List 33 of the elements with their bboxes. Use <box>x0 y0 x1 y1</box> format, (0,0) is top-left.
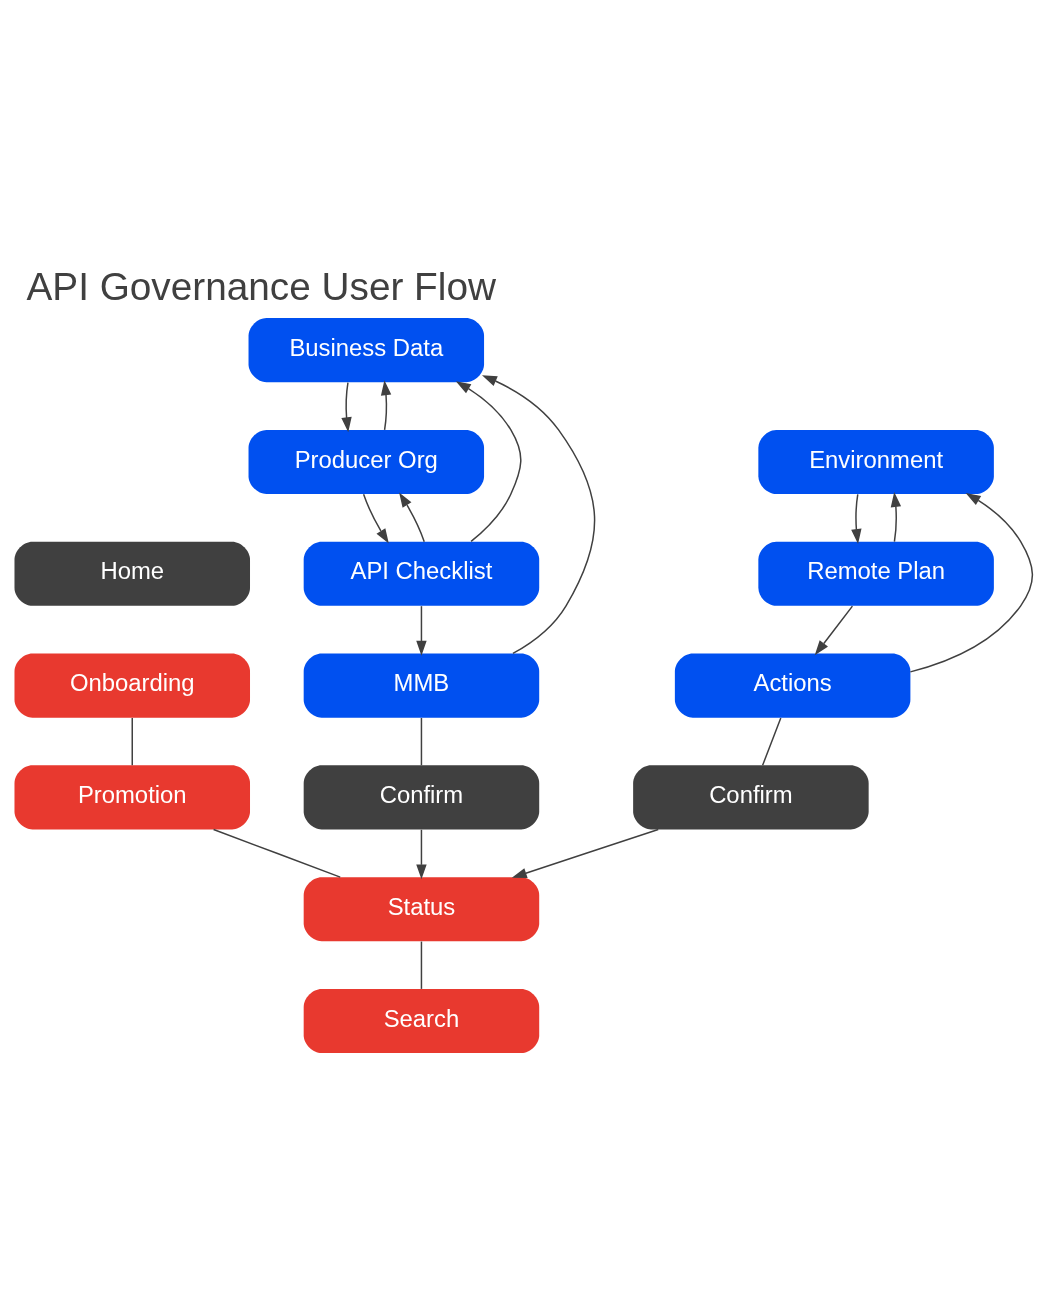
diagram-title: API Governance User Flow <box>26 264 496 308</box>
node-box: Onboarding <box>14 653 250 718</box>
arrow <box>362 493 389 544</box>
node-box: Producer Org <box>248 429 485 494</box>
arrow <box>399 492 425 543</box>
node-box: Status <box>303 877 540 942</box>
node-box: Actions <box>674 653 911 718</box>
node-box: Confirm <box>633 765 869 830</box>
node-box: Business Data <box>248 318 485 383</box>
arrow <box>341 381 352 433</box>
connector <box>212 828 341 878</box>
arrow <box>482 375 596 655</box>
connector <box>420 717 423 767</box>
arrow <box>851 493 862 544</box>
arrow <box>416 605 427 656</box>
connector <box>420 940 423 990</box>
arrow <box>511 828 659 879</box>
connector <box>131 717 133 767</box>
node-box: MMB <box>303 653 540 718</box>
node-box: Home <box>14 541 250 606</box>
node-box: API Checklist <box>303 541 540 606</box>
arrow <box>814 605 854 656</box>
node-box: Remote Plan <box>758 541 994 606</box>
node-box: Environment <box>758 429 994 494</box>
node-box: Confirm <box>303 765 540 830</box>
connector <box>761 717 782 767</box>
arrow <box>909 492 1034 673</box>
arrow <box>455 381 522 543</box>
node-box: Promotion <box>14 765 250 830</box>
node-box: Search <box>303 988 540 1054</box>
arrow <box>380 380 392 431</box>
arrow <box>890 492 902 543</box>
arrow <box>416 829 427 880</box>
